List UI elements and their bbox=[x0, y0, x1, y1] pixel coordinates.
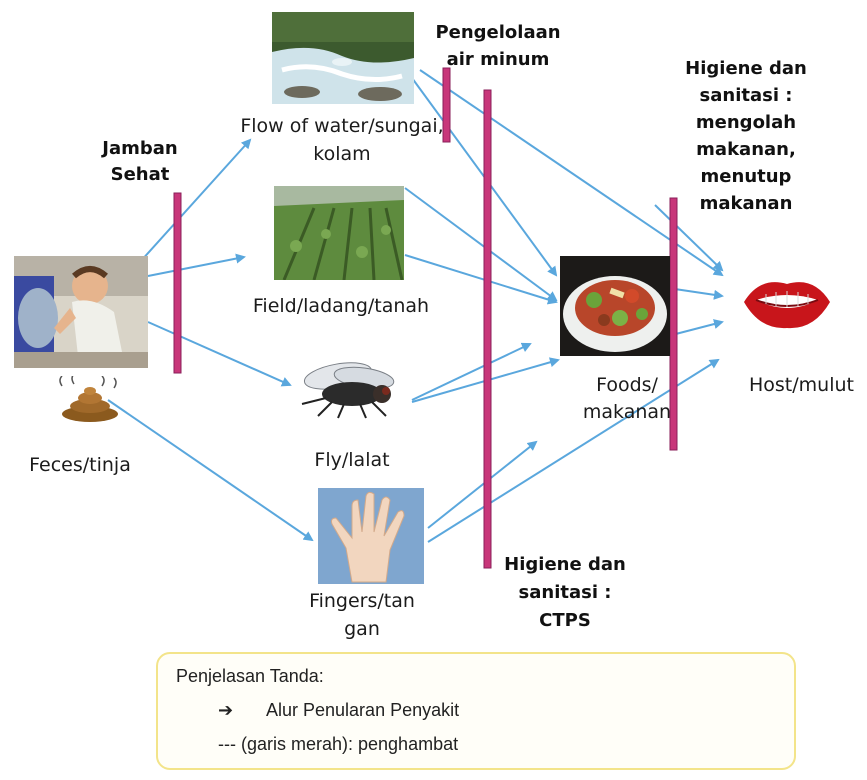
barrier-label-makanan-5: menutup bbox=[666, 164, 826, 190]
field-label: Field/ladang/tanah bbox=[226, 293, 456, 320]
legend-title: Penjelasan Tanda: bbox=[176, 666, 324, 687]
arrow-feces-to-fly bbox=[148, 322, 290, 385]
mouth-picture bbox=[740, 272, 834, 334]
food-picture bbox=[560, 256, 670, 356]
barrier-label-makanan-4: makanan, bbox=[666, 137, 826, 163]
feces-picture bbox=[56, 376, 124, 422]
foods-label-1: Foods/ bbox=[572, 372, 682, 399]
legend-arrow-text: Alur Penularan Penyakit bbox=[266, 700, 459, 721]
barrier-jamban-sehat bbox=[174, 193, 181, 373]
barrier-label-air-1: Pengelolaan bbox=[418, 20, 578, 46]
barrier-label-makanan-2: sanitasi : bbox=[666, 83, 826, 109]
barrier-label-ctps-2: sanitasi : bbox=[490, 580, 640, 606]
arrow-fly-to-foods-1 bbox=[412, 344, 530, 400]
water-picture bbox=[272, 12, 414, 104]
barrier-ctps bbox=[484, 90, 491, 568]
fly-label: Fly/lalat bbox=[282, 447, 422, 474]
barrier-label-makanan-1: Higiene dan bbox=[666, 56, 826, 82]
hand-picture bbox=[318, 488, 424, 584]
barrier-label-makanan-3: mengolah bbox=[666, 110, 826, 136]
fingers-label-2: gan bbox=[282, 616, 442, 643]
fly-picture bbox=[282, 358, 412, 422]
barrier-label-jamban-2: Sehat bbox=[80, 162, 200, 188]
fingers-label-1: Fingers/tan bbox=[282, 588, 442, 615]
baby-picture bbox=[14, 256, 148, 368]
legend-barrier-text: --- (garis merah): penghambat bbox=[218, 734, 458, 755]
barrier-label-makanan-6: makanan bbox=[666, 191, 826, 217]
water-label-1: Flow of water/sungai, bbox=[222, 113, 462, 140]
barrier-label-jamban-1: Jamban bbox=[80, 136, 200, 162]
barrier-label-air-2: air minum bbox=[418, 47, 578, 73]
arrow-feces-to-field bbox=[148, 257, 244, 276]
barrier-label-ctps-3: CTPS bbox=[490, 608, 640, 634]
feces-label: Feces/tinja bbox=[0, 452, 160, 479]
host-label: Host/mulut bbox=[736, 372, 867, 399]
barrier-label-ctps-1: Higiene dan bbox=[490, 552, 640, 578]
foods-label-2: makanan bbox=[572, 399, 682, 426]
legend-box: Penjelasan Tanda: ➔ Alur Penularan Penya… bbox=[156, 652, 796, 770]
water-label-2: kolam bbox=[222, 141, 462, 168]
field-picture bbox=[274, 186, 404, 280]
legend-arrow-icon: ➔ bbox=[218, 700, 233, 721]
